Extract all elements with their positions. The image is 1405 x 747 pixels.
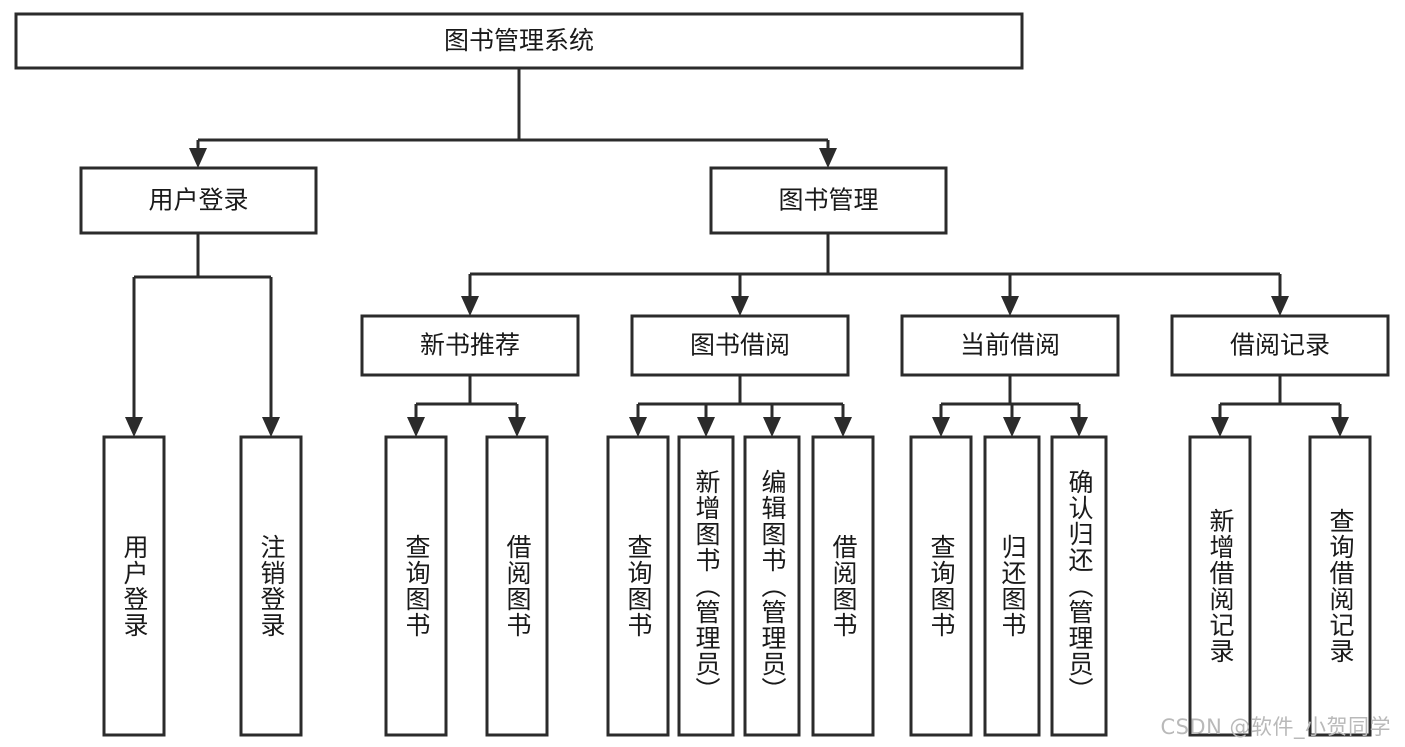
node-box-leaf-user-login[interactable] [102,435,166,737]
node-box-book-manage[interactable] [709,166,948,235]
arrow-head-book_manage_to_level3-0 [461,296,479,316]
arrow-head-record_to_leaves-1 [1331,417,1349,437]
connector-root_to_level2 [189,68,837,168]
node-book-borrow[interactable]: 图书借阅 [630,314,850,377]
node-leaf-add-book[interactable] [677,435,735,737]
arrow-head-borrow_to_leaves-3 [834,417,852,437]
node-box-leaf-borrow-book[interactable] [811,435,875,737]
node-label-current-borrow: 当前借阅 [960,331,1060,360]
node-box-new-book-recommend[interactable] [360,314,580,377]
node-box-current-borrow[interactable] [900,314,1120,377]
node-new-book-recommend[interactable]: 新书推荐 [360,314,580,377]
node-user-login[interactable]: 用户登录 [79,166,318,235]
node-leaf-add-record[interactable] [1188,435,1252,737]
node-box-leaf-return-book[interactable] [983,435,1041,737]
connector-record_to_leaves [1211,375,1349,437]
node-label-user-login: 用户登录 [148,186,248,215]
node-box-leaf-add-book[interactable] [677,435,735,737]
node-box-leaf-query-record[interactable] [1308,435,1372,737]
node-leaf-return-book[interactable] [983,435,1041,737]
arrow-head-user_login_to_leaves-0 [125,417,143,437]
node-box-leaf-query-book-recommend[interactable] [384,435,448,737]
arrow-head-recommend_to_leaves-1 [508,417,526,437]
connector-user_login_to_leaves [125,233,280,437]
node-root[interactable]: 图书管理系统 [14,12,1024,70]
arrow-head-borrow_to_leaves-2 [763,417,781,437]
arrow-head-current_to_leaves-0 [932,417,950,437]
watermark-text: CSDN @软件_小贺同学 [1160,715,1391,739]
arrow-head-book_manage_to_level3-3 [1271,296,1289,316]
connector-layer [125,68,1349,437]
connector-recommend_to_leaves [407,375,526,437]
node-leaf-query-book-current[interactable] [909,435,973,737]
arrow-head-borrow_to_leaves-1 [697,417,715,437]
node-leaf-borrow-book-recommend[interactable] [485,435,549,737]
node-label-new-book-recommend: 新书推荐 [420,331,520,360]
node-box-leaf-confirm-return[interactable] [1050,435,1108,737]
connector-current_to_leaves [932,375,1088,437]
node-leaf-edit-book[interactable] [743,435,801,737]
arrow-head-book_manage_to_level3-2 [1001,296,1019,316]
arrow-head-borrow_to_leaves-0 [629,417,647,437]
node-current-borrow[interactable]: 当前借阅 [900,314,1120,377]
node-box-leaf-query-book-borrow[interactable] [606,435,670,737]
arrow-head-root_to_level2-0 [189,148,207,168]
node-box-borrow-record[interactable] [1170,314,1390,377]
node-borrow-record[interactable]: 借阅记录 [1170,314,1390,377]
node-box-root[interactable] [14,12,1024,70]
node-box-leaf-query-book-current[interactable] [909,435,973,737]
connector-book_manage_to_level3 [461,233,1289,316]
node-leaf-logout[interactable] [239,435,303,737]
arrow-head-current_to_leaves-2 [1070,417,1088,437]
arrow-head-current_to_leaves-1 [1003,417,1021,437]
node-leaf-query-book-recommend[interactable] [384,435,448,737]
arrow-head-book_manage_to_level3-1 [731,296,749,316]
node-book-manage[interactable]: 图书管理 [709,166,948,235]
node-label-book-manage: 图书管理 [778,186,878,215]
arrow-head-record_to_leaves-0 [1211,417,1229,437]
arrow-head-recommend_to_leaves-0 [407,417,425,437]
node-leaf-query-record[interactable] [1308,435,1372,737]
arrow-head-user_login_to_leaves-1 [262,417,280,437]
node-box-book-borrow[interactable] [630,314,850,377]
node-box-user-login[interactable] [79,166,318,235]
node-label-book-borrow: 图书借阅 [690,331,790,360]
node-leaf-borrow-book[interactable] [811,435,875,737]
node-leaf-user-login[interactable] [102,435,166,737]
node-label-borrow-record: 借阅记录 [1230,331,1330,360]
node-leaf-confirm-return[interactable] [1050,435,1108,737]
node-leaf-query-book-borrow[interactable] [606,435,670,737]
node-box-leaf-add-record[interactable] [1188,435,1252,737]
connector-borrow_to_leaves [629,375,852,437]
node-box-leaf-edit-book[interactable] [743,435,801,737]
arrow-head-root_to_level2-1 [819,148,837,168]
node-box-leaf-logout[interactable] [239,435,303,737]
node-label-root: 图书管理系统 [444,26,594,55]
node-box-leaf-borrow-book-recommend[interactable] [485,435,549,737]
